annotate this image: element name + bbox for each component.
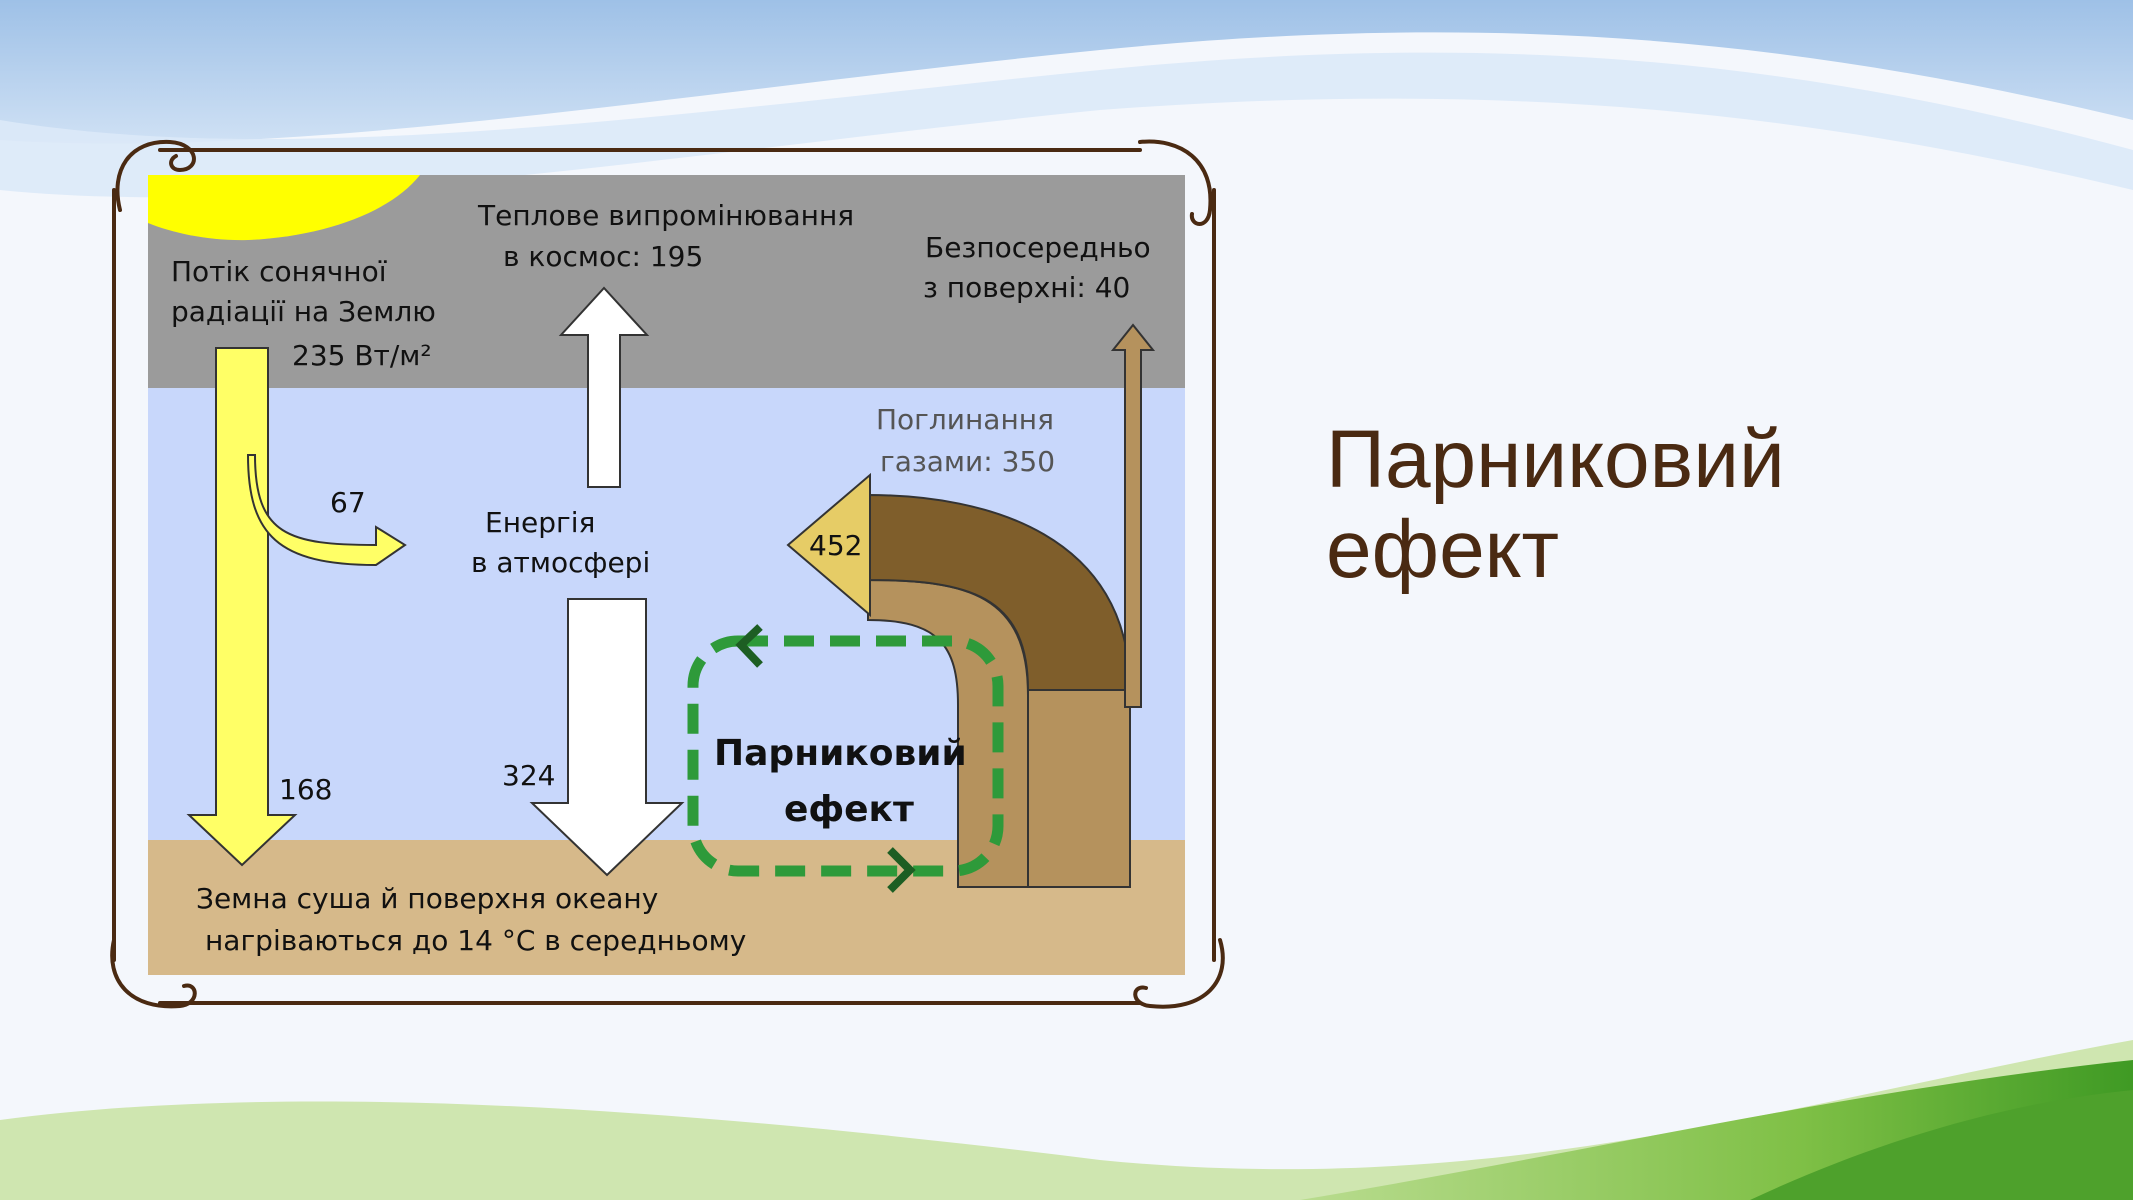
space-up-arrow	[558, 286, 650, 488]
value-168: 168	[279, 773, 332, 806]
value-324: 324	[502, 759, 555, 792]
loop-arrow-top	[735, 624, 763, 668]
hill-right	[1750, 1090, 2133, 1200]
direct-label-2: з поверхні: 40	[923, 271, 1130, 304]
space-label-2: в космос: 195	[503, 240, 703, 273]
space-label-1: Теплове випромінювання	[477, 199, 854, 232]
solar-label-1: Потік сонячної	[171, 255, 387, 288]
value-67: 67	[330, 486, 366, 519]
pipe-right-edge	[1027, 689, 1131, 888]
greenhouse-label-2: ефект	[784, 789, 914, 830]
atm-energy-2: в атмосфері	[471, 546, 650, 579]
direct-up-arrow	[1110, 323, 1156, 708]
absorb-label-1: Поглинання	[876, 403, 1054, 436]
sky-band	[0, 0, 2133, 144]
direct-label-1: Безпосередньо	[925, 231, 1151, 264]
solar-down-arrow	[186, 347, 298, 867]
solar-label-3: 235 Вт/м²	[292, 339, 432, 372]
solar-label-2: радіації на Землю	[171, 295, 436, 328]
sky-band-light	[0, 52, 2133, 198]
greenhouse-label-1: Парниковий	[714, 733, 967, 774]
ground-label-2: нагріваються до 14 °C в середньому	[205, 924, 746, 957]
greenhouse-diagram: Потік сонячної радіації на Землю 235 Вт/…	[148, 175, 1185, 975]
loop-arrow-bottom	[887, 847, 916, 893]
slide-title-line-1: Парниковий	[1326, 414, 1785, 505]
frame-corner-bl	[110, 938, 197, 1009]
atm-energy-1: Енергія	[485, 506, 595, 539]
ground-down-arrow	[529, 598, 685, 877]
absorb-label-2: газами: 350	[880, 445, 1055, 478]
arrow-452	[786, 472, 871, 618]
slide-title-line-2: ефект	[1326, 504, 1560, 595]
solar-reflect-arrow	[246, 454, 407, 567]
ground-label-1: Земна суша й поверхня океану	[196, 882, 658, 915]
sun	[148, 175, 420, 241]
value-452: 452	[809, 529, 862, 562]
frame-corner-br	[1133, 938, 1225, 1009]
frame-corner-tr	[1138, 139, 1213, 226]
greenhouse-loop	[687, 635, 1004, 877]
frame-corner-tl	[115, 139, 196, 212]
slide-title: Парниковий ефект	[1326, 415, 2026, 595]
decorative-frame	[110, 139, 1225, 1009]
